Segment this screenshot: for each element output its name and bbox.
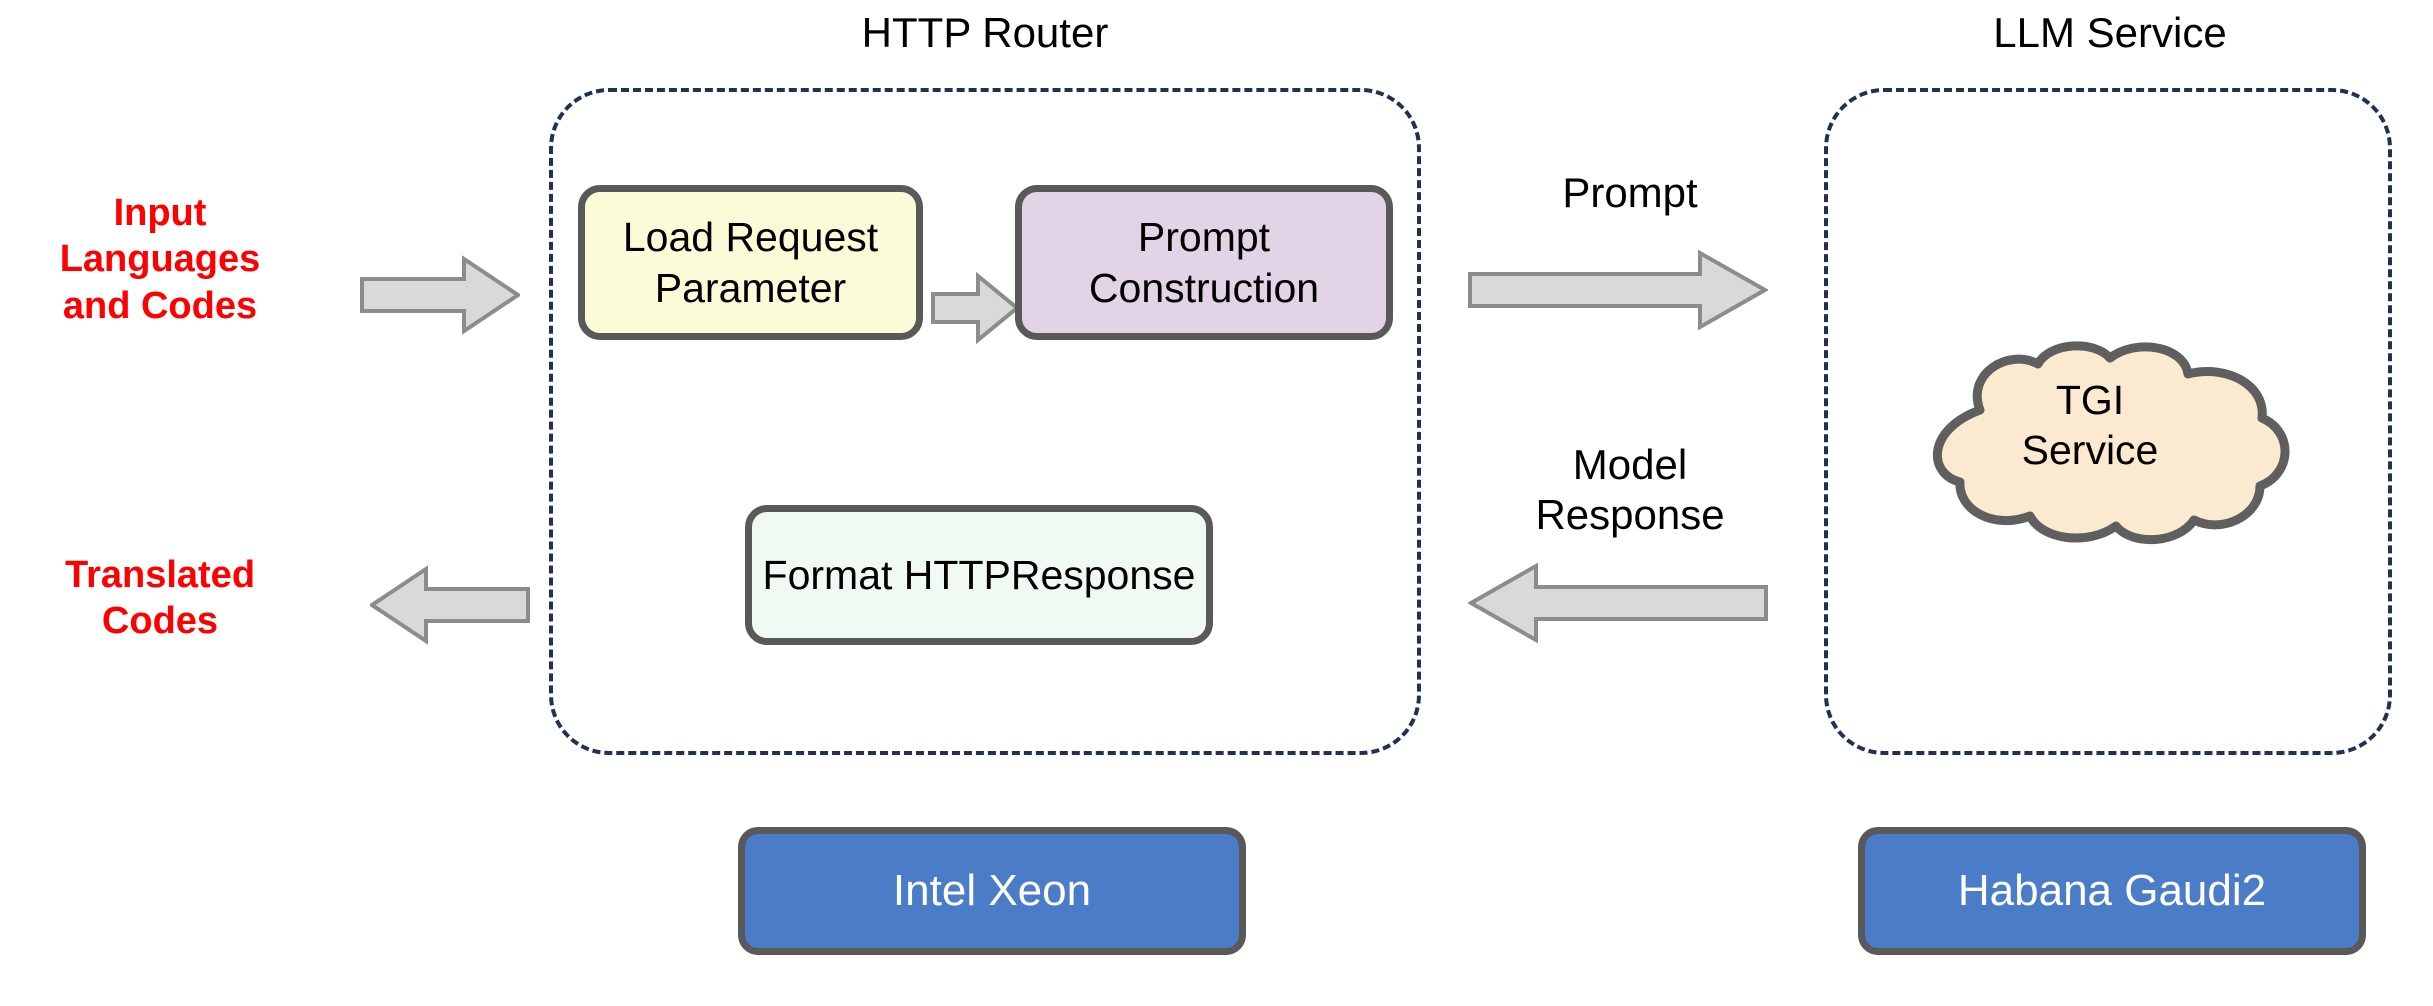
habana-gaudi2-hardware-box[interactable]: Habana Gaudi2 <box>1858 827 2366 955</box>
input-languages-and-codes-label: Input Languages and Codes <box>59 192 261 327</box>
translated-codes-label: Translated Codes <box>64 554 256 643</box>
prompt-construction-box[interactable]: Prompt Construction <box>1015 185 1393 340</box>
load-request-parameter-box[interactable]: Load Request Parameter <box>578 185 923 340</box>
model-response-flow-label: Model Response <box>1535 441 1725 538</box>
output-flow-arrow-icon <box>370 565 530 645</box>
tgi-service-cloud-icon[interactable] <box>1888 340 2298 545</box>
llm-service-group-boundary <box>1824 88 2392 755</box>
model-response-arrow-icon <box>1468 563 1768 643</box>
prompt-flow-label: Prompt <box>1562 169 1698 216</box>
llm-service-title: LLM Service <box>1993 9 2227 56</box>
http-router-group-boundary <box>549 88 1421 755</box>
format-httpresponse-box[interactable]: Format HTTPResponse <box>745 505 1213 645</box>
tgi-service-label: TGI Service <box>2021 377 2159 474</box>
intel-xeon-hardware-box[interactable]: Intel Xeon <box>738 827 1246 955</box>
input-flow-arrow-icon <box>360 255 520 335</box>
prompt-arrow-icon <box>1468 250 1768 330</box>
load-to-prompt-arrow-icon <box>931 272 1020 344</box>
http-router-title: HTTP Router <box>861 9 1109 56</box>
